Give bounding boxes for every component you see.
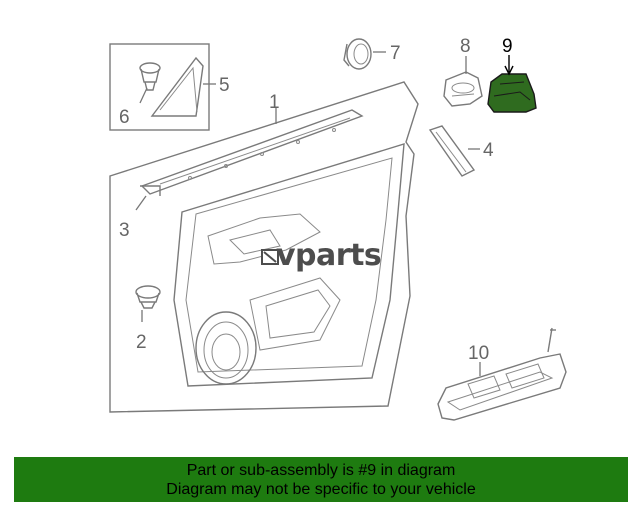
- part-3-weatherstrip: [140, 185, 161, 196]
- footer-line-1: Part or sub-assembly is #9 in diagram: [186, 462, 456, 479]
- part-5-6-group: [109, 43, 210, 131]
- callout-4: 4: [483, 140, 494, 161]
- callout-5: 5: [219, 75, 230, 96]
- vparts-logo: vparts: [261, 238, 382, 273]
- part-7-speaker: [343, 38, 372, 70]
- part-10-switch-panel: [437, 327, 567, 421]
- vparts-logo-text: vparts: [276, 238, 381, 273]
- part-1-door-panel: [109, 81, 419, 413]
- part-6-clip: [139, 62, 161, 91]
- callout-7: 7: [390, 43, 401, 64]
- callout-8: 8: [460, 36, 471, 57]
- part-8-bezel: [443, 71, 483, 107]
- part-5-trim: [150, 56, 204, 117]
- callout-10: 10: [468, 343, 489, 364]
- callout-1: 1: [269, 92, 280, 113]
- parts-diagram: 1 2 3 4 5 6 7 8 9 10 vparts: [109, 36, 567, 421]
- footer-line-2: Diagram may not be specific to your vehi…: [166, 481, 476, 498]
- callout-9: 9: [502, 36, 513, 57]
- leader-6: [139, 87, 148, 104]
- part-4-strip: [428, 125, 476, 177]
- inset-box: [109, 43, 210, 131]
- footer-banner: Part or sub-assembly is #9 in diagram Di…: [14, 457, 628, 502]
- leader-3: [135, 195, 147, 211]
- callout-2: 2: [136, 332, 147, 353]
- callout-3: 3: [119, 220, 130, 241]
- part-9-highlighted: [487, 73, 537, 113]
- part-2-clip: [135, 285, 161, 309]
- callout-6: 6: [119, 107, 130, 128]
